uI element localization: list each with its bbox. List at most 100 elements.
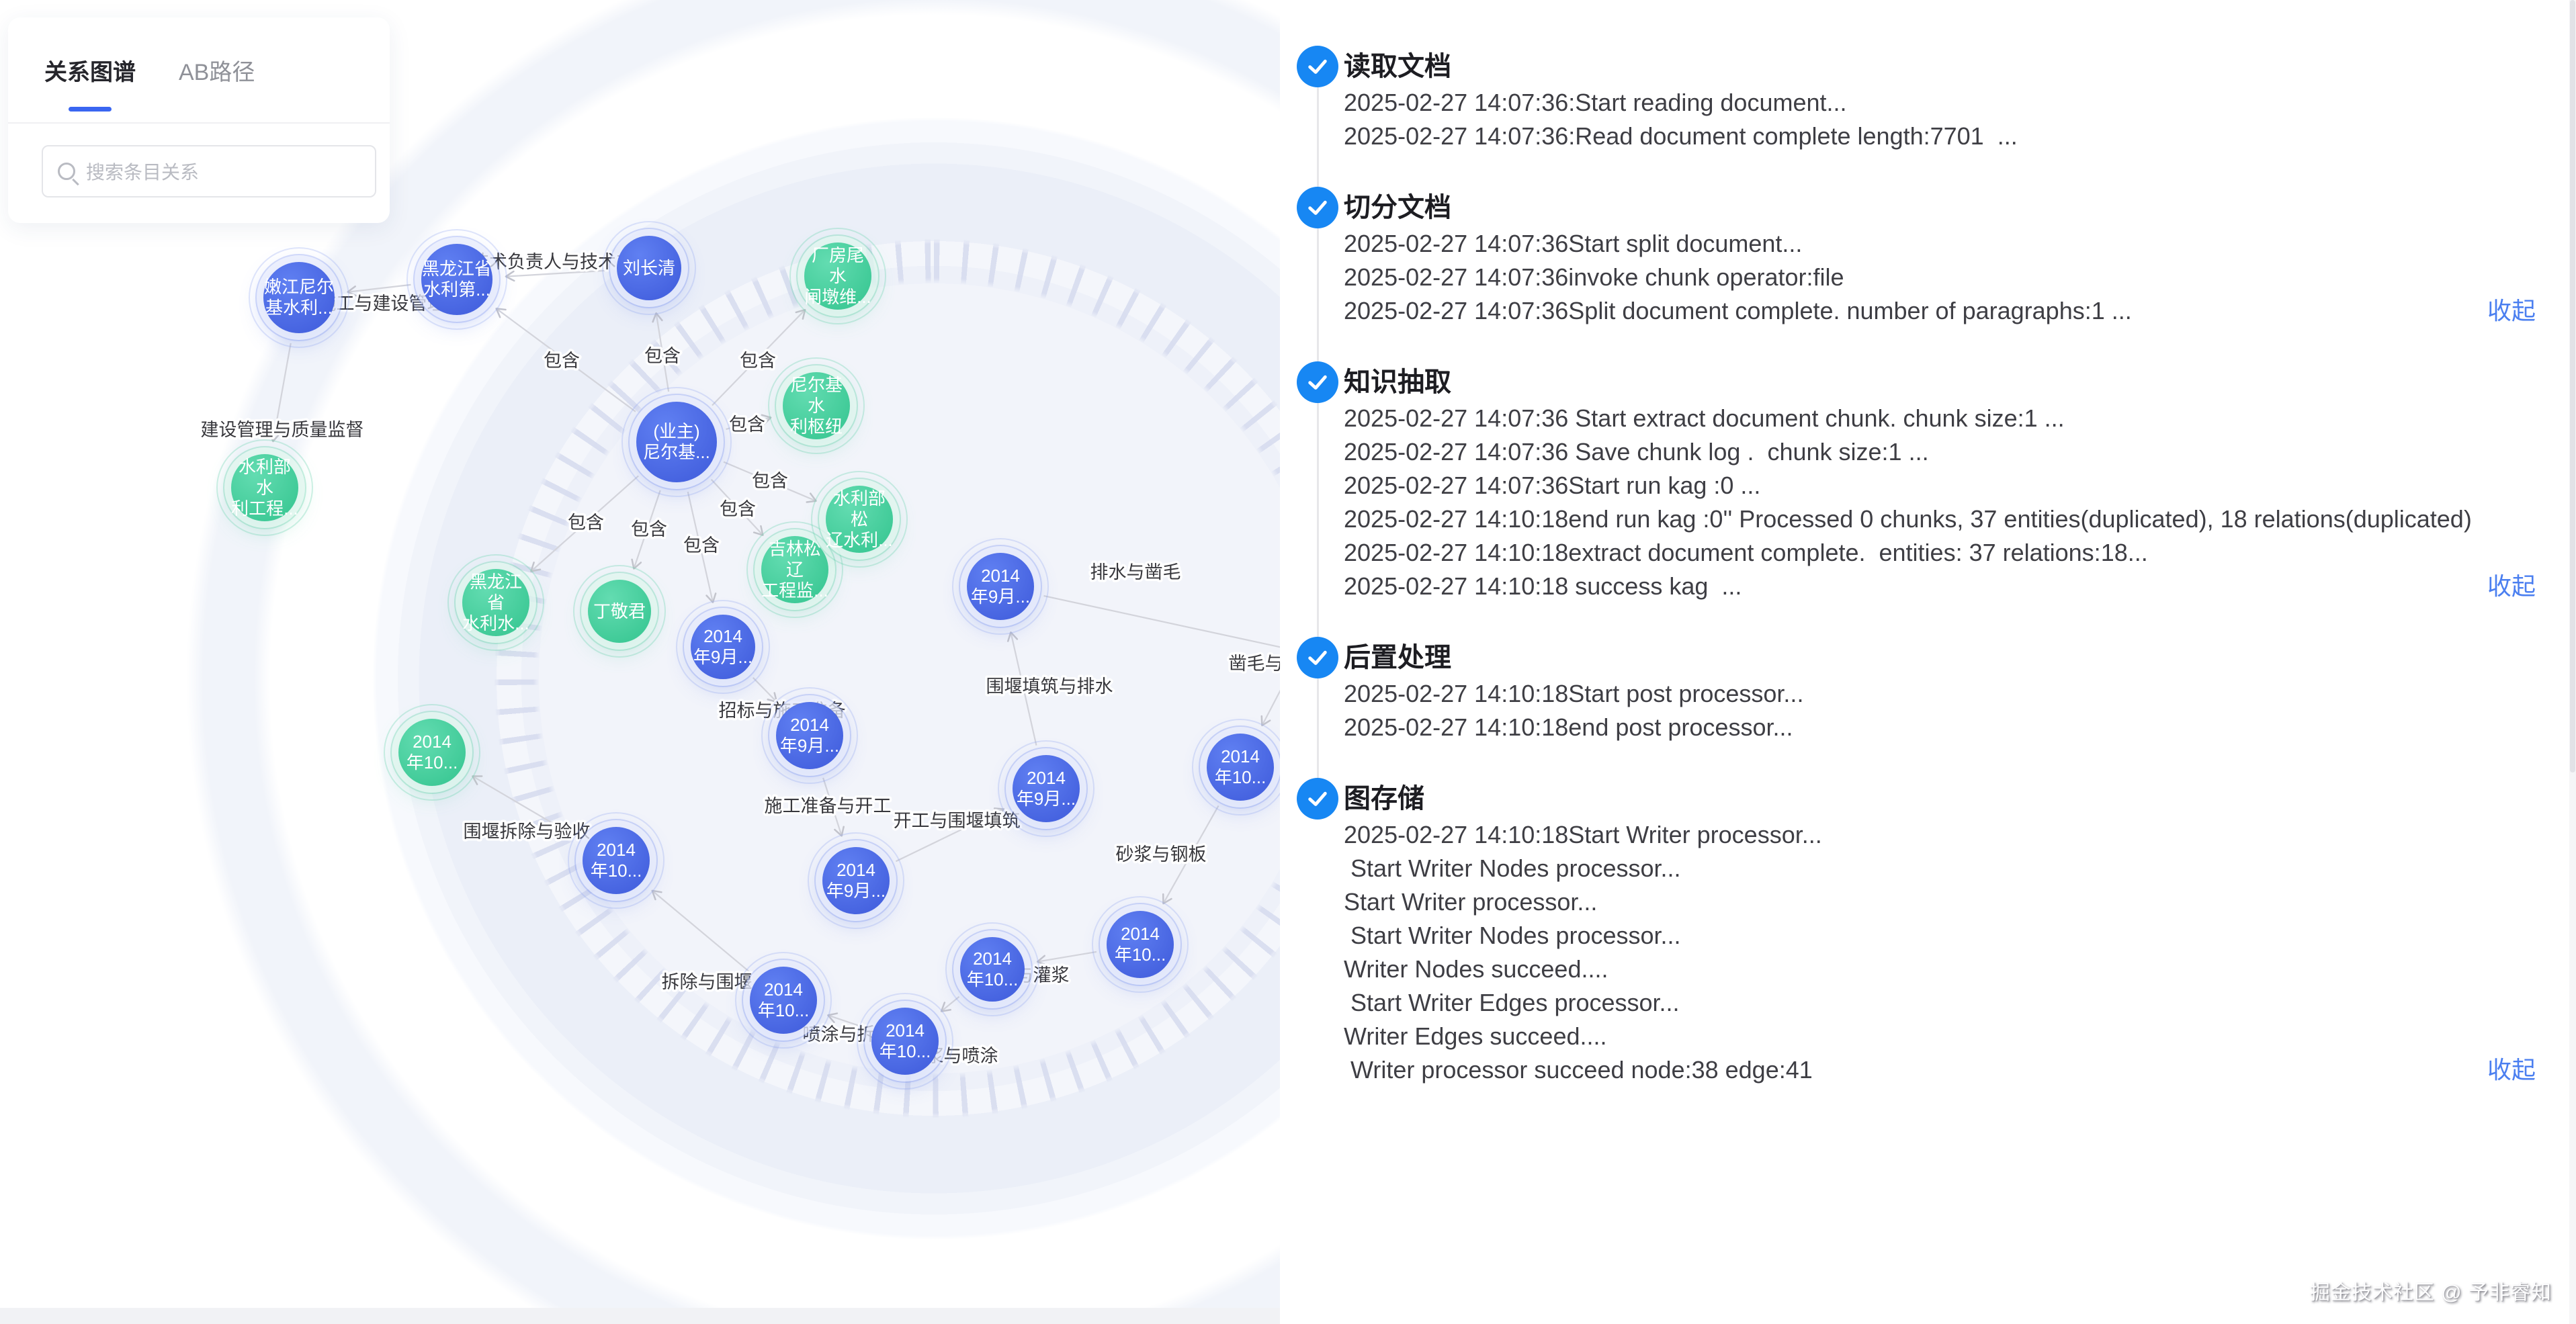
step-check-icon [1297, 187, 1338, 228]
tabs-row: 关系图谱 AB路径 [8, 17, 390, 124]
graph-edge-n0914d-n0914e [895, 807, 1005, 863]
collapse-link[interactable]: 收起 [2487, 1056, 2536, 1084]
graph-edge-liu_changqing-hlj_first [505, 269, 607, 282]
node-label: 刘长清 [622, 257, 675, 278]
graph-edge-hub_yezhu-changfang [712, 308, 806, 406]
graph-edge-n1014a-n1014g [472, 775, 578, 839]
graph-node-jilin_songliao[interactable]: 吉林松辽工程监... [746, 521, 843, 618]
graph-node-hlj_first[interactable]: 黑龙江省水利第... [406, 229, 507, 330]
graph-node-hub_yezhu[interactable]: (业主)尼尔基... [621, 387, 732, 497]
horizontal-scrollbar[interactable] [0, 1308, 1280, 1324]
graph-edge-hub_yezhu-hlj_first [495, 308, 636, 412]
graph-node-slb_songliao[interactable]: 水利部松辽水利... [811, 471, 908, 568]
node-label: 丁敬君 [593, 601, 646, 621]
collapse-link[interactable]: 收起 [2487, 572, 2536, 600]
log-line: Start Writer processor... [1344, 888, 1598, 916]
edge-label: 建设管理与质量监督 [201, 420, 364, 440]
graph-edge-hub_yezhu-n0914a [687, 491, 717, 603]
log-line: 2025-02-27 14:10:18 success kag ... [1344, 572, 1742, 600]
step-title: 读取文档 [1344, 52, 1451, 81]
graph-node-slb_gongcheng[interactable]: 水利部水利工程... [216, 439, 313, 536]
edge-label: 包含 [544, 351, 580, 371]
edge-label: 施工准备与开工 [765, 796, 892, 816]
scrollbar-thumb[interactable] [2570, 0, 2575, 773]
step-check-icon [1297, 46, 1338, 87]
graph-node-liu_changqing[interactable]: 刘长清 [602, 221, 696, 315]
log-line: Start Writer Nodes processor... [1344, 854, 1681, 882]
edge-label: 包含 [568, 513, 604, 533]
edge-label: 包含 [631, 519, 667, 539]
graph-edge-n0914b-vp1 [1043, 594, 1280, 648]
search-input[interactable]: 搜索条目关系 [42, 145, 376, 197]
step-check-icon [1297, 637, 1338, 678]
graph-node-ding_jingjun[interactable]: 丁敬君 [573, 565, 666, 658]
log-line: Start Writer Edges processor... [1344, 989, 1680, 1016]
log-line: 2025-02-27 14:07:36invoke chunk operator… [1344, 263, 1844, 291]
log-line: 2025-02-27 14:07:36Start run kag :0 ... [1344, 472, 1761, 499]
step-connector-line [1317, 228, 1319, 361]
graph-node-changfang[interactable]: 厂房尾水闸墩维... [789, 228, 886, 324]
graph-edge-nen_jiang-slb_gongcheng [269, 343, 292, 443]
graph-edge-hub_yezhu-nierji_shuniu [726, 414, 772, 430]
graph-edge-hub_yezhu-jilin_songliao [710, 479, 764, 536]
relationship-graph-canvas[interactable]: 施工与建设管理技术负责人与技术支持建设管理与质量监督包含包含包含包含包含包含包含… [0, 0, 1280, 1324]
tab-ab-path[interactable]: AB路径 [179, 59, 255, 85]
node-label: 吉林松辽工程监... [761, 538, 828, 601]
log-line: 2025-02-27 14:10:18Start post processor.… [1344, 680, 1804, 707]
node-label: 水利部水利工程... [231, 456, 298, 519]
graph-node-hlj_shuili[interactable]: 黑龙江省水利水... [447, 554, 544, 651]
graph-node-nierji_shuniu[interactable]: 尼尔基水利枢纽 [768, 357, 865, 454]
log-line: Writer processor succeed node:38 edge:41 [1344, 1056, 1813, 1084]
log-line: 2025-02-27 14:07:36 Start extract docume… [1344, 404, 2065, 432]
graph-edge-n1014d-n1014c [827, 1012, 863, 1028]
tab-relationship-graph[interactable]: 关系图谱 [44, 59, 136, 85]
log-line: 2025-02-27 14:07:36Start split document.… [1344, 230, 1803, 257]
step-title: 图存储 [1344, 784, 1424, 813]
collapse-link[interactable]: 收起 [2487, 297, 2536, 324]
node-label: 尼尔基水利枢纽 [789, 374, 843, 437]
log-line: 2025-02-27 14:10:18end post processor... [1344, 713, 1793, 741]
edge-label: 排水与凿毛 [1090, 562, 1181, 582]
graph-node-nen_jiang[interactable]: 嫩江尼尔基水利... [249, 247, 349, 348]
graph-edge-n0914a-n0914c [752, 677, 778, 703]
step-check-icon [1297, 361, 1338, 403]
pipeline-step-3: 知识抽取 2025-02-27 14:07:36 Start extract do… [1280, 361, 2536, 603]
edge-label: 凿毛与灌浆 [1229, 654, 1281, 674]
vertical-scrollbar[interactable] [2569, 0, 2576, 1324]
step-connector-line [1317, 87, 1319, 187]
node-label: 厂房尾水闸墩维... [804, 245, 871, 307]
graph-edge-n0914c-n0914d [822, 777, 845, 837]
step-title: 知识抽取 [1344, 367, 1451, 397]
node-label: 水利部松辽水利... [826, 488, 893, 550]
edge-label: 包含 [644, 346, 681, 366]
log-line: Writer Edges succeed.... [1344, 1022, 1607, 1050]
edge-label: 围堰填筑与排水 [986, 676, 1113, 697]
active-tab-ink-bar [69, 107, 112, 112]
log-line: 2025-02-27 14:07:36Split document comple… [1344, 297, 2132, 324]
graph-toolbar-card: 关系图谱 AB路径 搜索条目关系 [8, 17, 390, 223]
node-label: (业主)尼尔基... [643, 421, 710, 462]
